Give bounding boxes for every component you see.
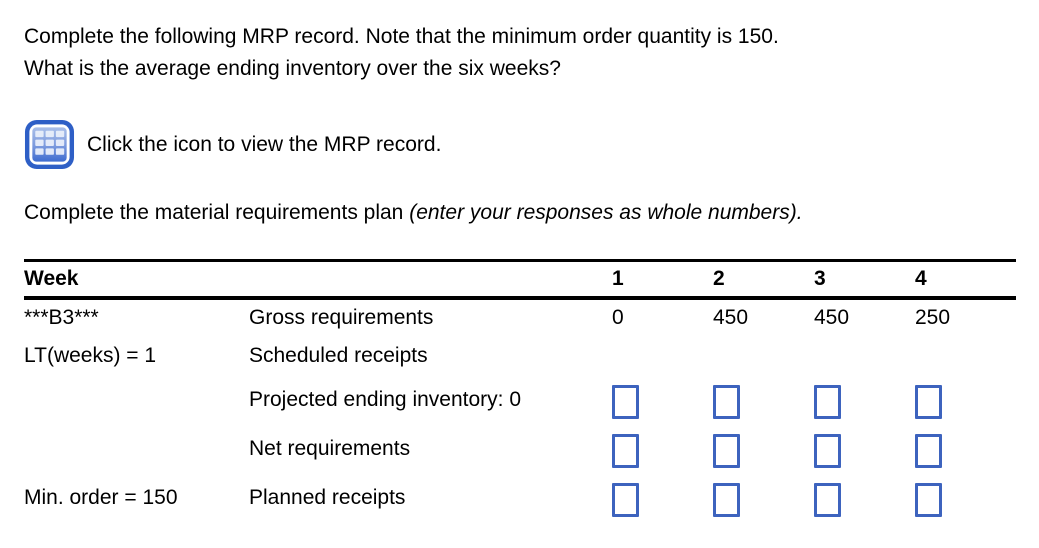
gross-req-week2: 450 bbox=[713, 306, 749, 329]
week-3-header: 3 bbox=[814, 266, 826, 290]
table-grid-icon bbox=[24, 119, 75, 170]
gross-req-week3: 450 bbox=[814, 306, 850, 329]
net-requirements-week2-input[interactable] bbox=[713, 434, 740, 468]
scheduled-receipts-row: LT(weeks) = 1 Scheduled receipts bbox=[24, 337, 1016, 376]
gross-req-week4: 250 bbox=[915, 306, 951, 329]
planned-receipts-week3-input[interactable] bbox=[814, 483, 841, 517]
week-4-header: 4 bbox=[915, 266, 927, 290]
question-line-2: What is the average ending inventory ove… bbox=[24, 57, 561, 80]
row-name: Projected ending inventory: 0 bbox=[249, 388, 522, 411]
plan-instruction-normal: Complete the material requirements plan bbox=[24, 201, 410, 224]
mrp-table: Week 1 2 3 4 ***B3*** Gross requirements… bbox=[24, 259, 1016, 523]
row-name: Net requirements bbox=[249, 437, 411, 460]
week-1-header: 1 bbox=[612, 266, 624, 290]
planned-receipts-week1-input[interactable] bbox=[612, 483, 639, 517]
sched-rec-week3 bbox=[814, 337, 915, 376]
projected-ending-inventory-row: Projected ending inventory: 0 bbox=[24, 376, 1016, 425]
planned-receipts-week4-input[interactable] bbox=[915, 483, 942, 517]
net-requirements-row: Net requirements bbox=[24, 425, 1016, 474]
week-header: Week bbox=[24, 266, 79, 290]
net-requirements-week3-input[interactable] bbox=[814, 434, 841, 468]
row-name: Planned receipts bbox=[249, 486, 406, 509]
item-label bbox=[24, 376, 249, 425]
sched-rec-week2 bbox=[713, 337, 814, 376]
projected-inventory-week2-input[interactable] bbox=[713, 385, 740, 419]
plan-instruction: Complete the material requirements plan … bbox=[24, 199, 1016, 227]
net-requirements-week1-input[interactable] bbox=[612, 434, 639, 468]
question-line-1: Complete the following MRP record. Note … bbox=[24, 25, 779, 48]
sched-rec-week4 bbox=[915, 337, 1016, 376]
plan-instruction-italic: (enter your responses as whole numbers). bbox=[409, 201, 803, 224]
item-label: ***B3*** bbox=[24, 306, 99, 329]
gross-requirements-row: ***B3*** Gross requirements 0 450 450 25… bbox=[24, 298, 1016, 337]
min-order-label: Min. order = 150 bbox=[24, 486, 178, 509]
sched-rec-week1 bbox=[612, 337, 713, 376]
icon-instruction-row: Click the icon to view the MRP record. bbox=[24, 119, 1016, 170]
net-requirements-week4-input[interactable] bbox=[915, 434, 942, 468]
projected-inventory-week3-input[interactable] bbox=[814, 385, 841, 419]
row-name: Scheduled receipts bbox=[249, 344, 428, 367]
row-name-header bbox=[249, 261, 612, 298]
view-mrp-record-button[interactable] bbox=[24, 119, 75, 170]
row-name: Gross requirements bbox=[249, 306, 434, 329]
question-text: Complete the following MRP record. Note … bbox=[24, 21, 1016, 85]
projected-inventory-week1-input[interactable] bbox=[612, 385, 639, 419]
projected-inventory-week4-input[interactable] bbox=[915, 385, 942, 419]
lead-time-label: LT(weeks) = 1 bbox=[24, 344, 157, 367]
week-2-header: 2 bbox=[713, 266, 725, 290]
table-header-row: Week 1 2 3 4 bbox=[24, 260, 1016, 298]
icon-instruction-text: Click the icon to view the MRP record. bbox=[87, 132, 442, 156]
planned-receipts-row: Min. order = 150 Planned receipts bbox=[24, 474, 1016, 523]
planned-receipts-week2-input[interactable] bbox=[713, 483, 740, 517]
item-label bbox=[24, 425, 249, 474]
gross-req-week1: 0 bbox=[612, 306, 624, 329]
